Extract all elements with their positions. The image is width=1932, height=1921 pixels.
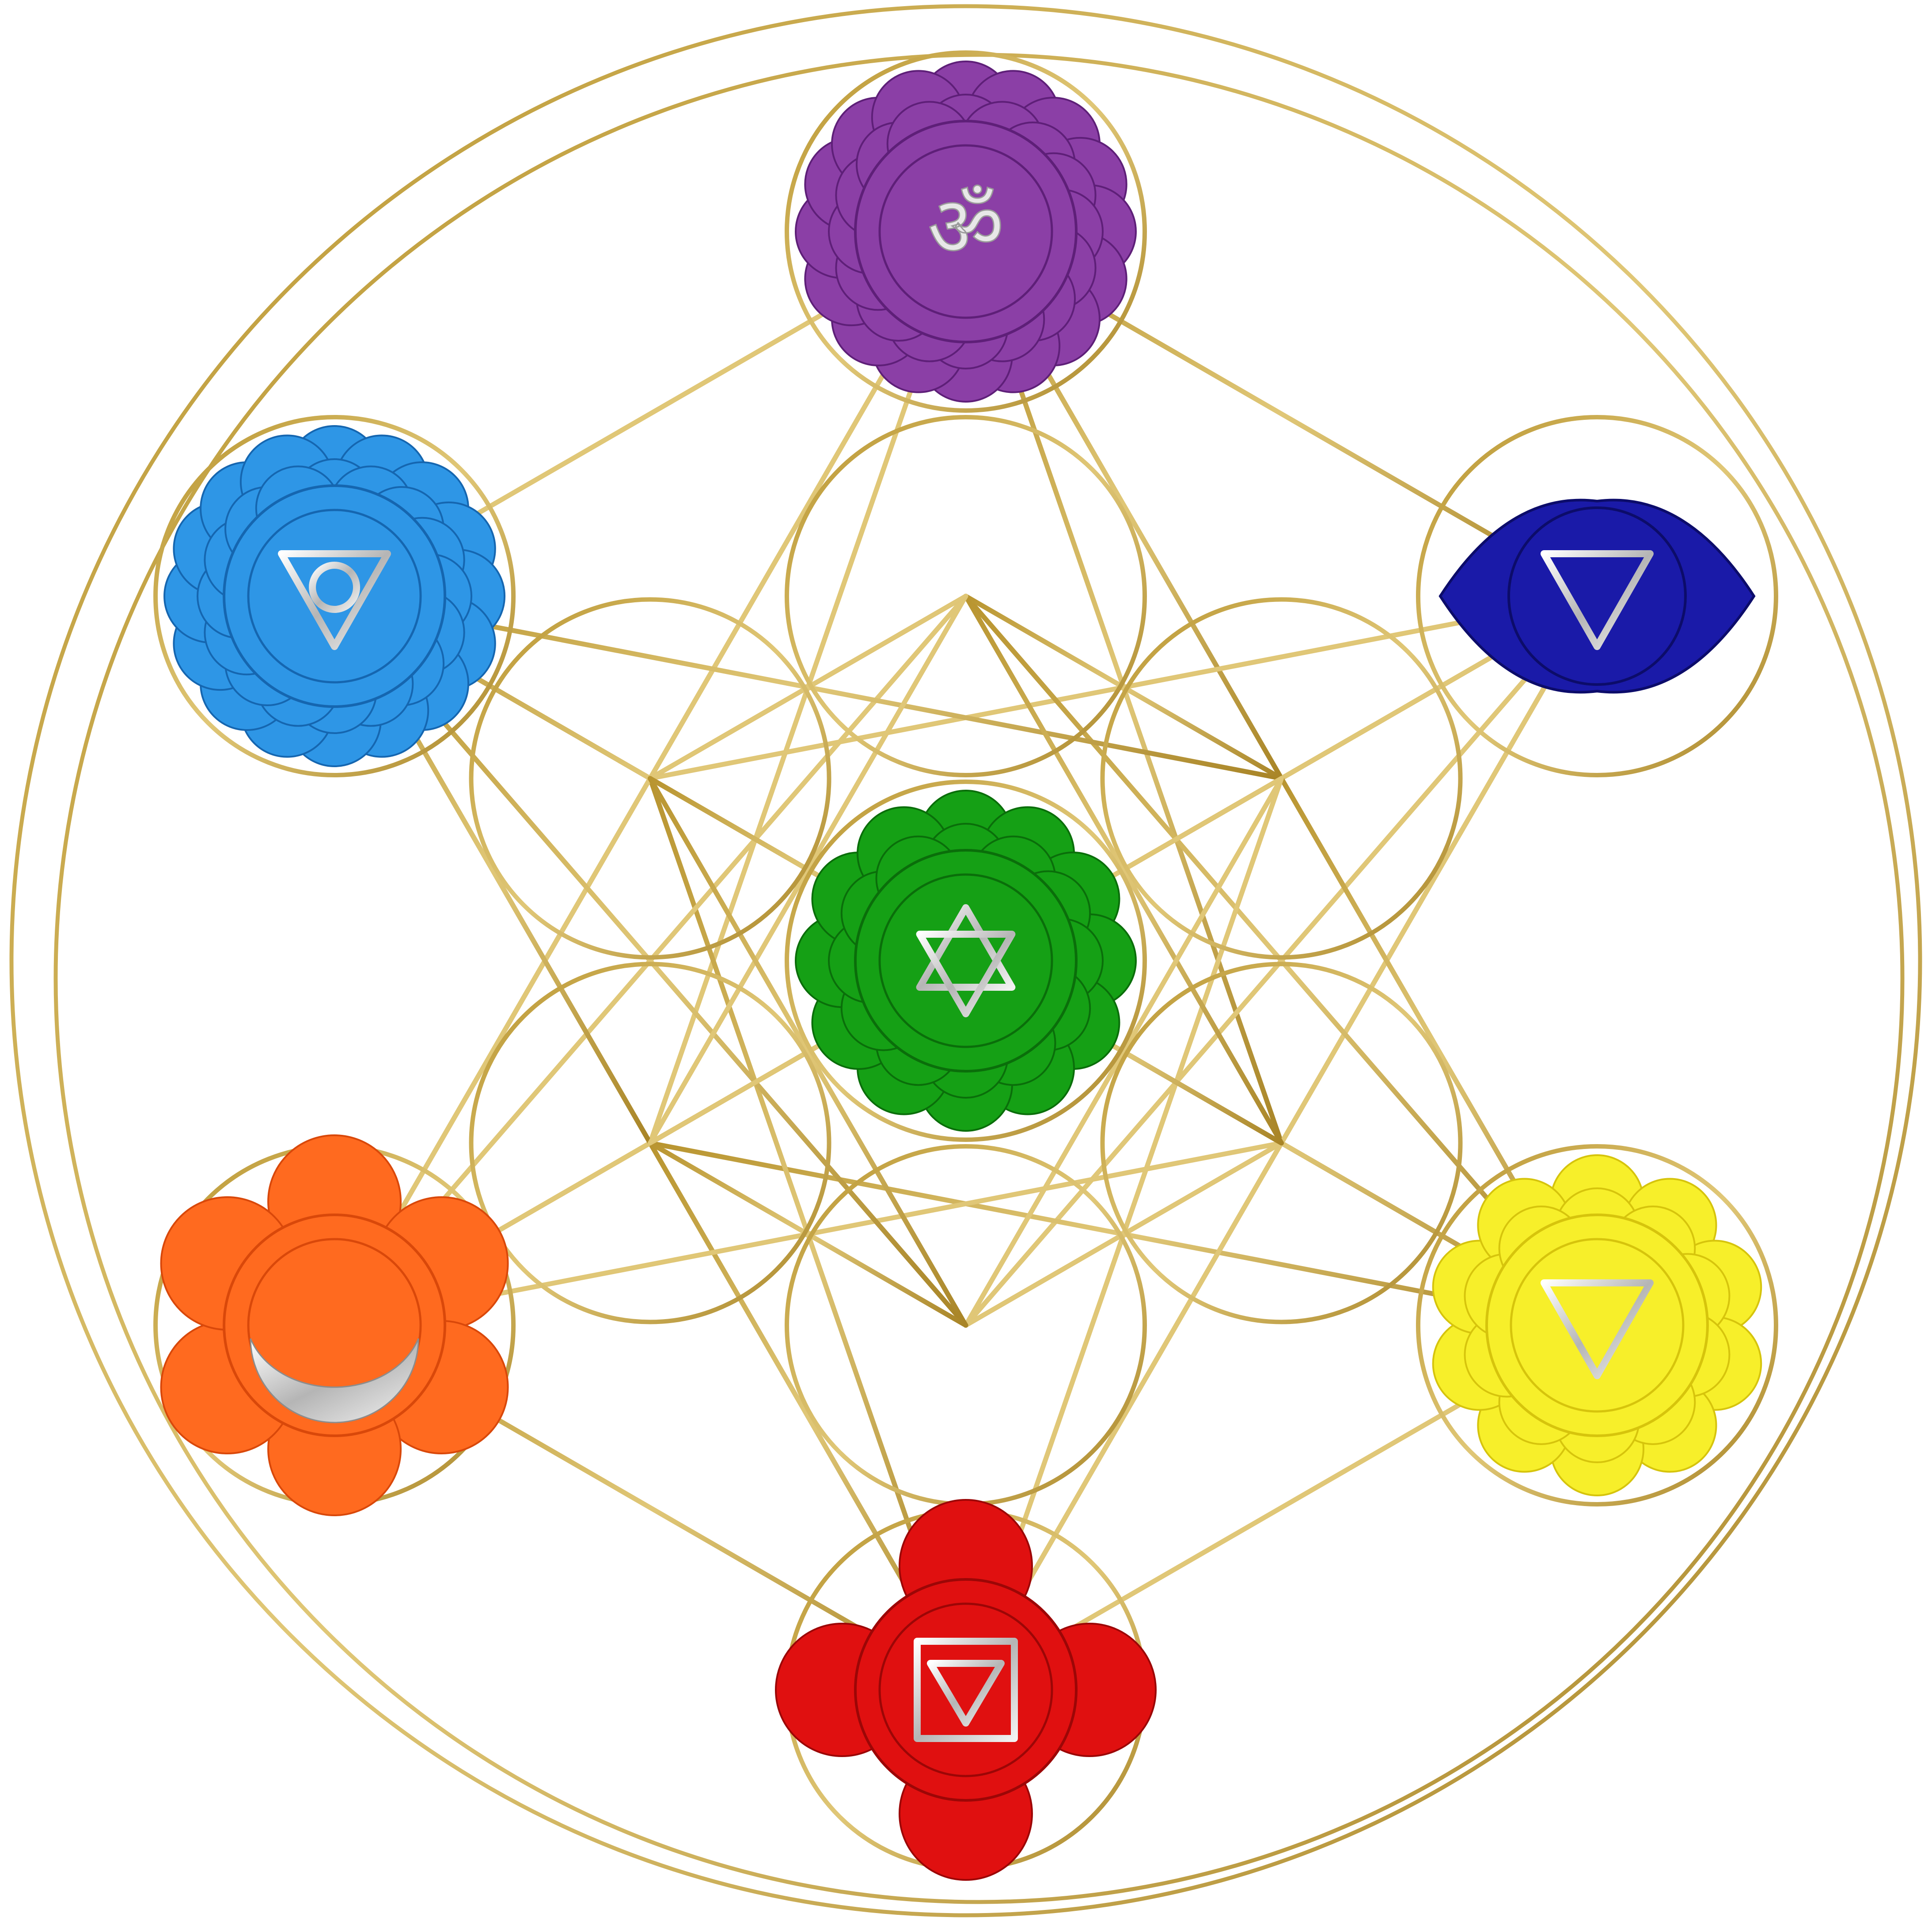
- geometry-line: [648, 1141, 968, 1328]
- inner-node-circle: [1100, 597, 1463, 960]
- geometry-line: [648, 593, 968, 781]
- chakra-sacral: [160, 1134, 509, 1516]
- outer-node-circle: [1416, 415, 1778, 777]
- chakra-solar-plexus: [1432, 1154, 1762, 1496]
- geometry-line: [963, 1141, 1284, 1328]
- geometry-line: [963, 593, 1284, 781]
- chakra-crown: ॐ: [795, 61, 1137, 403]
- inner-node-circle: [469, 597, 831, 960]
- outer-node-circle: [1416, 1144, 1778, 1506]
- outer-node-circle: [785, 50, 1147, 413]
- triangle-circle-icon: [278, 550, 391, 650]
- inner-node-circle: [785, 415, 1147, 777]
- downward-triangle-icon: [1540, 550, 1654, 650]
- om-icon: ॐ: [927, 178, 1005, 277]
- chakra-symbol-text: ॐ: [927, 178, 1004, 276]
- center-node-circle: [785, 780, 1147, 1142]
- inner-node-circle: [1100, 962, 1463, 1324]
- six-pointed-star-icon: [916, 904, 1016, 1017]
- chakra-heart: [795, 790, 1137, 1132]
- inner-node-circle: [469, 962, 831, 1324]
- outer-ring: [9, 4, 1922, 1917]
- chakra-throat: [163, 425, 506, 767]
- downward-triangle-icon: [1540, 1279, 1654, 1379]
- crescent-moon-icon: [250, 1338, 419, 1423]
- outer-node-circle: [153, 415, 516, 777]
- chakra-layer: ॐ: [160, 61, 1762, 1881]
- chakra-root: [775, 1499, 1157, 1881]
- chakra-third-eye: [1439, 498, 1756, 694]
- square-triangle-icon: [914, 1638, 1018, 1742]
